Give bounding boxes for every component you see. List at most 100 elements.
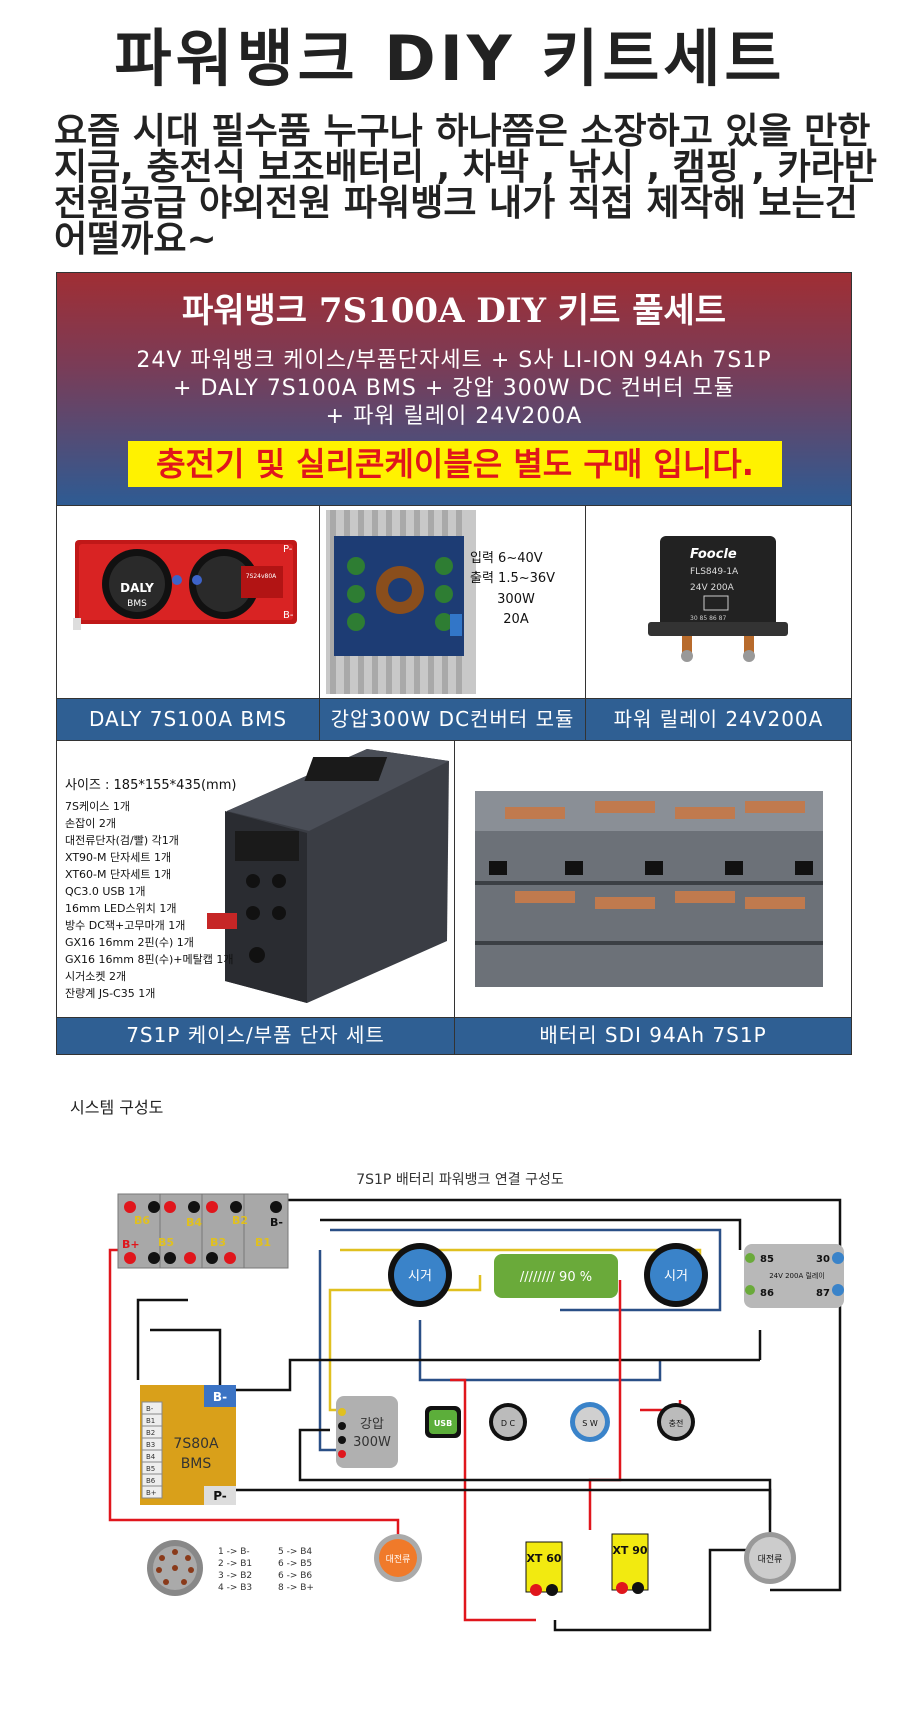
- relay-rating-label: 24V 200A: [690, 583, 735, 593]
- xt60-label: XT 60: [526, 1552, 561, 1565]
- banner-title: 파워뱅크 7S100A DIY 키트 풀세트: [181, 291, 727, 331]
- relay-brand-label: Foocle: [690, 547, 737, 562]
- bms-label-2: BMS: [181, 1456, 212, 1472]
- intro-line: 지금, 충전식 보조배터리 , 차박 , 낚시 , 캠핑 , 카라반: [54, 147, 877, 188]
- battery-caption: 배터리 SDI 94Ah 7S1P: [455, 1017, 851, 1054]
- converter-image: 입력 6~40V 출력 1.5~36V 300W 20A: [326, 510, 555, 694]
- banner-desc-line: 24V 파워뱅크 케이스/부품단자세트 + S사 LI-ION 94Ah 7S1…: [136, 348, 772, 373]
- intro-line: 요즘 시대 필수품 누구나 하나쯤은 소장하고 있을 만한: [54, 111, 871, 152]
- pinmap: 3 -> B2: [218, 1571, 252, 1581]
- relay-pin-86: 86: [760, 1288, 774, 1299]
- converter-spec-power: 300W: [497, 592, 535, 607]
- bms-pin: B2: [146, 1429, 155, 1437]
- cell-label: B6: [134, 1214, 150, 1227]
- bms-pin: B4: [146, 1453, 156, 1461]
- relay-image: Foocle FLS849-1A 24V 200A 30 85 86 87: [648, 536, 788, 662]
- sigar-label: 시거: [408, 1269, 432, 1284]
- converter-spec-output: 출력 1.5~36V: [470, 571, 555, 586]
- cell-label: B5: [158, 1236, 174, 1249]
- bms-label-1: 7S80A: [173, 1436, 219, 1452]
- relay-model-label: FLS849-1A: [690, 567, 739, 577]
- diagram-title: 7S1P 배터리 파워뱅크 연결 구성도: [356, 1172, 564, 1188]
- case-item: 방수 DC잭+고무마개 1개: [65, 919, 186, 932]
- case-item: QC3.0 USB 1개: [65, 885, 146, 898]
- cell-label: B-: [270, 1216, 283, 1229]
- case-item: 손잡이 2개: [65, 817, 116, 830]
- case-size: 사이즈 : 185*155*435(mm): [65, 778, 237, 793]
- pinmap: 1 -> B-: [218, 1547, 250, 1557]
- relay-caption: 파워 릴레이 24V200A: [586, 698, 851, 740]
- product-row-2: 사이즈 : 185*155*435(mm) 7S케이스 1개 손잡이 2개 대전…: [57, 740, 851, 1054]
- relay-pins-label: 30 85 86 87: [690, 615, 726, 622]
- level-meter: //////// 90 %: [520, 1270, 592, 1285]
- pinmap: 8 -> B+: [278, 1583, 314, 1593]
- cell-label: B+: [122, 1238, 140, 1251]
- bms-bminus: B-: [213, 1390, 227, 1404]
- xt90-label: XT 90: [612, 1544, 647, 1557]
- case-item: 잔량계 JS-C35 1개: [65, 987, 156, 1000]
- relay-pin-30: 30: [816, 1254, 830, 1265]
- pinmap: 2 -> B1: [218, 1559, 252, 1569]
- intro-line: 어떨까요~: [54, 219, 217, 260]
- pinmap: 6 -> B5: [278, 1559, 312, 1569]
- system-title: 시스템 구성도: [70, 1098, 164, 1117]
- dc-label: D C: [501, 1419, 516, 1428]
- converter-label-1: 강압: [360, 1417, 384, 1432]
- system-diagram: 7S1P 배터리 파워뱅크 연결 구성도 B6: [108, 1172, 844, 1632]
- converter-spec-current: 20A: [503, 612, 529, 627]
- bms-caption: DALY 7S100A BMS: [57, 698, 319, 740]
- intro-text: 요즘 시대 필수품 누구나 하나쯤은 소장하고 있을 만한 지금, 충전식 보조…: [54, 111, 877, 260]
- case-item: 16mm LED스위치 1개: [65, 902, 177, 915]
- big-current-minus: 대전류: [758, 1554, 783, 1565]
- case-spec-list: 사이즈 : 185*155*435(mm) 7S케이스 1개 손잡이 2개 대전…: [65, 777, 236, 1002]
- case-item: XT90-M 단자세트 1개: [65, 851, 172, 864]
- bms-cell: DALY BMS 7S24v80A P- B- DALY 7S100A BMS: [57, 505, 320, 740]
- relay-text: 24V 200A 릴레이: [769, 1271, 825, 1280]
- page-title: 파워뱅크 DIY 키트세트: [114, 22, 786, 95]
- converter-label-2: 300W: [353, 1435, 391, 1450]
- banner-desc-line: + 파워 릴레이 24V200A: [325, 404, 583, 429]
- case-item: 시거소켓 2개: [65, 970, 127, 983]
- bms-model-label: 7S24v80A: [246, 573, 277, 580]
- case-item: GX16 16mm 2핀(수) 1개: [65, 936, 194, 949]
- pinmap: 5 -> B4: [278, 1547, 312, 1557]
- product-box: 파워뱅크 7S100A DIY 키트 풀세트 24V 파워뱅크 케이스/부품단자…: [56, 272, 852, 1055]
- cell-label: B3: [210, 1236, 226, 1249]
- bms-pin: B6: [146, 1477, 156, 1485]
- converter-spec-input: 입력 6~40V: [470, 551, 543, 566]
- converter-caption: 강압300W DC컨버터 모듈: [320, 698, 585, 740]
- case-item: 7S케이스 1개: [65, 800, 130, 813]
- cell-label: B1: [255, 1236, 271, 1249]
- charge-label: 충전: [669, 1418, 684, 1428]
- case-cell: 사이즈 : 185*155*435(mm) 7S케이스 1개 손잡이 2개 대전…: [57, 740, 455, 1054]
- case-image: [207, 749, 449, 1003]
- bms-pin: B-: [146, 1405, 154, 1413]
- bms-pminus-label: P-: [283, 544, 293, 555]
- battery-cell: 배터리 SDI 94Ah 7S1P: [455, 740, 851, 1054]
- cell-label: B4: [186, 1216, 202, 1229]
- case-item: 대전류단자(검/빨) 각1개: [65, 834, 179, 847]
- cell-label: B2: [232, 1214, 248, 1227]
- converter-cell: 입력 6~40V 출력 1.5~36V 300W 20A 강압300W DC컨버…: [320, 505, 586, 740]
- bms-brand-label: DALY: [120, 581, 154, 595]
- sigar-label: 시거: [664, 1269, 688, 1284]
- banner-description: 24V 파워뱅크 케이스/부품단자세트 + S사 LI-ION 94Ah 7S1…: [57, 347, 851, 431]
- intro-line: 전원공급 야외전원 파워뱅크 내가 직접 제작해 보는건: [54, 183, 858, 224]
- bms-image: DALY BMS 7S24v80A P- B-: [73, 540, 297, 630]
- relay-pin-87: 87: [816, 1288, 830, 1299]
- pinmap: 6 -> B6: [278, 1571, 312, 1581]
- bms-pin: B5: [146, 1465, 155, 1473]
- bms-bminus-label: B-: [283, 610, 294, 621]
- case-item: GX16 16mm 8핀(수)+메탈캡 1개: [65, 953, 234, 966]
- pinmap: 4 -> B3: [218, 1583, 252, 1593]
- product-row-1: DALY BMS 7S24v80A P- B- DALY 7S100A BMS: [57, 505, 851, 740]
- usb-label: USB: [434, 1419, 452, 1428]
- battery-image: [475, 791, 823, 987]
- bms-pin: B3: [146, 1441, 155, 1449]
- case-caption: 7S1P 케이스/부품 단자 세트: [57, 1017, 454, 1054]
- big-current-plus: 대전류: [386, 1554, 411, 1565]
- kit-banner: 파워뱅크 7S100A DIY 키트 풀세트 24V 파워뱅크 케이스/부품단자…: [57, 273, 851, 505]
- bms-pin: B+: [146, 1489, 157, 1497]
- bms-sub-label: BMS: [127, 599, 147, 609]
- bms-pminus: P-: [213, 1489, 227, 1503]
